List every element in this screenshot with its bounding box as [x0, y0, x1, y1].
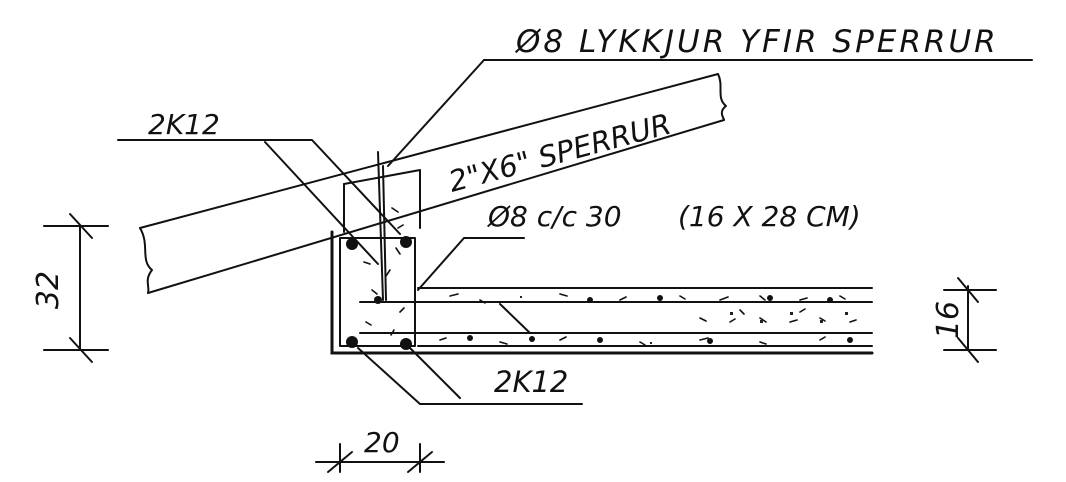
dimension-slab	[943, 277, 997, 363]
rebar-dots	[346, 236, 853, 350]
rafter	[139, 73, 727, 294]
slab	[359, 287, 873, 347]
rafter-label: 2"X6" SPERRUR	[445, 107, 675, 199]
stirrups-label: Ø8 c/c 30	[487, 200, 622, 233]
top-note-label: Ø8 LYKKJUR YFIR SPERRUR	[514, 24, 999, 60]
top-bars-label: 2K12	[148, 108, 220, 141]
dim-width-label: 20	[364, 426, 400, 459]
concrete-texture	[363, 207, 857, 346]
dim-height-label: 32	[31, 271, 66, 309]
beam-outline	[330, 169, 874, 355]
dimension-width	[315, 443, 445, 473]
section-size-label: (16 X 28 CM)	[678, 200, 861, 233]
dimension-height	[43, 213, 109, 363]
leader-lines	[117, 139, 583, 405]
dim-slab-label: 16	[931, 301, 966, 339]
bottom-bars-label: 2K12	[494, 365, 568, 399]
